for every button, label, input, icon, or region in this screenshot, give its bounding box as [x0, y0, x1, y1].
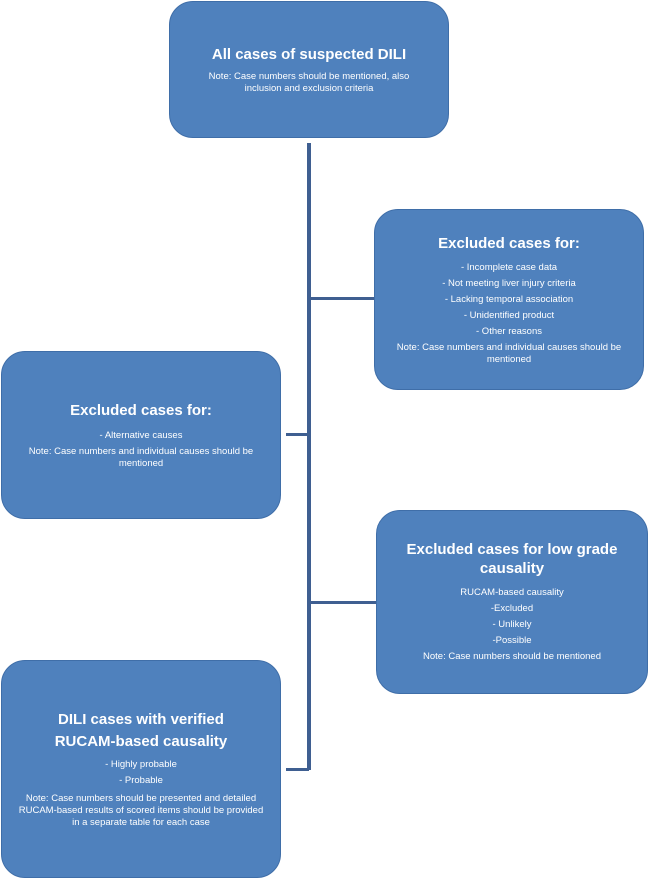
list-item: -Excluded [490, 602, 534, 614]
list-item: - Highly probable [105, 758, 177, 770]
connector-to-bottom-box [286, 768, 309, 771]
box-title-line2: RUCAM-based causality [54, 733, 228, 750]
box-title-line1: DILI cases with verified [58, 711, 224, 729]
list-item: RUCAM-based causality [460, 586, 564, 598]
list-item: -Possible [492, 634, 532, 646]
list-item: - Not meeting liver injury criteria [442, 278, 576, 290]
box-title: Excluded cases for: [70, 402, 212, 420]
list-item: - Probable [119, 774, 163, 786]
box-all-suspected-cases: All cases of suspected DILI Note: Case n… [169, 1, 449, 138]
list-item: - Other reasons [476, 326, 542, 338]
main-vertical-connector [307, 143, 311, 770]
connector-to-right-box-1 [307, 297, 375, 300]
box-title: Excluded cases for: [438, 234, 580, 252]
list-item: - Lacking temporal association [444, 294, 574, 306]
box-excluded-cases-incomplete: Excluded cases for: - Incomplete case da… [374, 209, 644, 390]
list-item: - Unlikely [492, 618, 532, 630]
box-note: Note: Case numbers and individual causes… [396, 342, 622, 366]
box-title: All cases of suspected DILI [211, 45, 407, 63]
list-item: - Incomplete case data [460, 262, 558, 274]
box-note: Note: Case numbers should be presented a… [18, 792, 264, 828]
connector-to-left-box-1 [286, 433, 309, 436]
box-note: Note: Case numbers should be mentioned [423, 650, 601, 662]
box-title: Excluded cases for low grade causality [406, 540, 618, 578]
box-excluded-low-grade-causality: Excluded cases for low grade causality R… [376, 510, 648, 694]
connector-to-right-box-2 [307, 601, 377, 604]
box-note: Note: Case numbers and individual causes… [28, 445, 254, 469]
box-excluded-cases-alternative: Excluded cases for: - Alternative causes… [1, 351, 281, 519]
box-verified-dili-cases: DILI cases with verified RUCAM-based cau… [1, 660, 281, 878]
list-item: - Unidentified product [463, 310, 555, 322]
box-note: Note: Case numbers should be mentioned, … [208, 71, 410, 95]
list-item: - Alternative causes [99, 429, 183, 441]
